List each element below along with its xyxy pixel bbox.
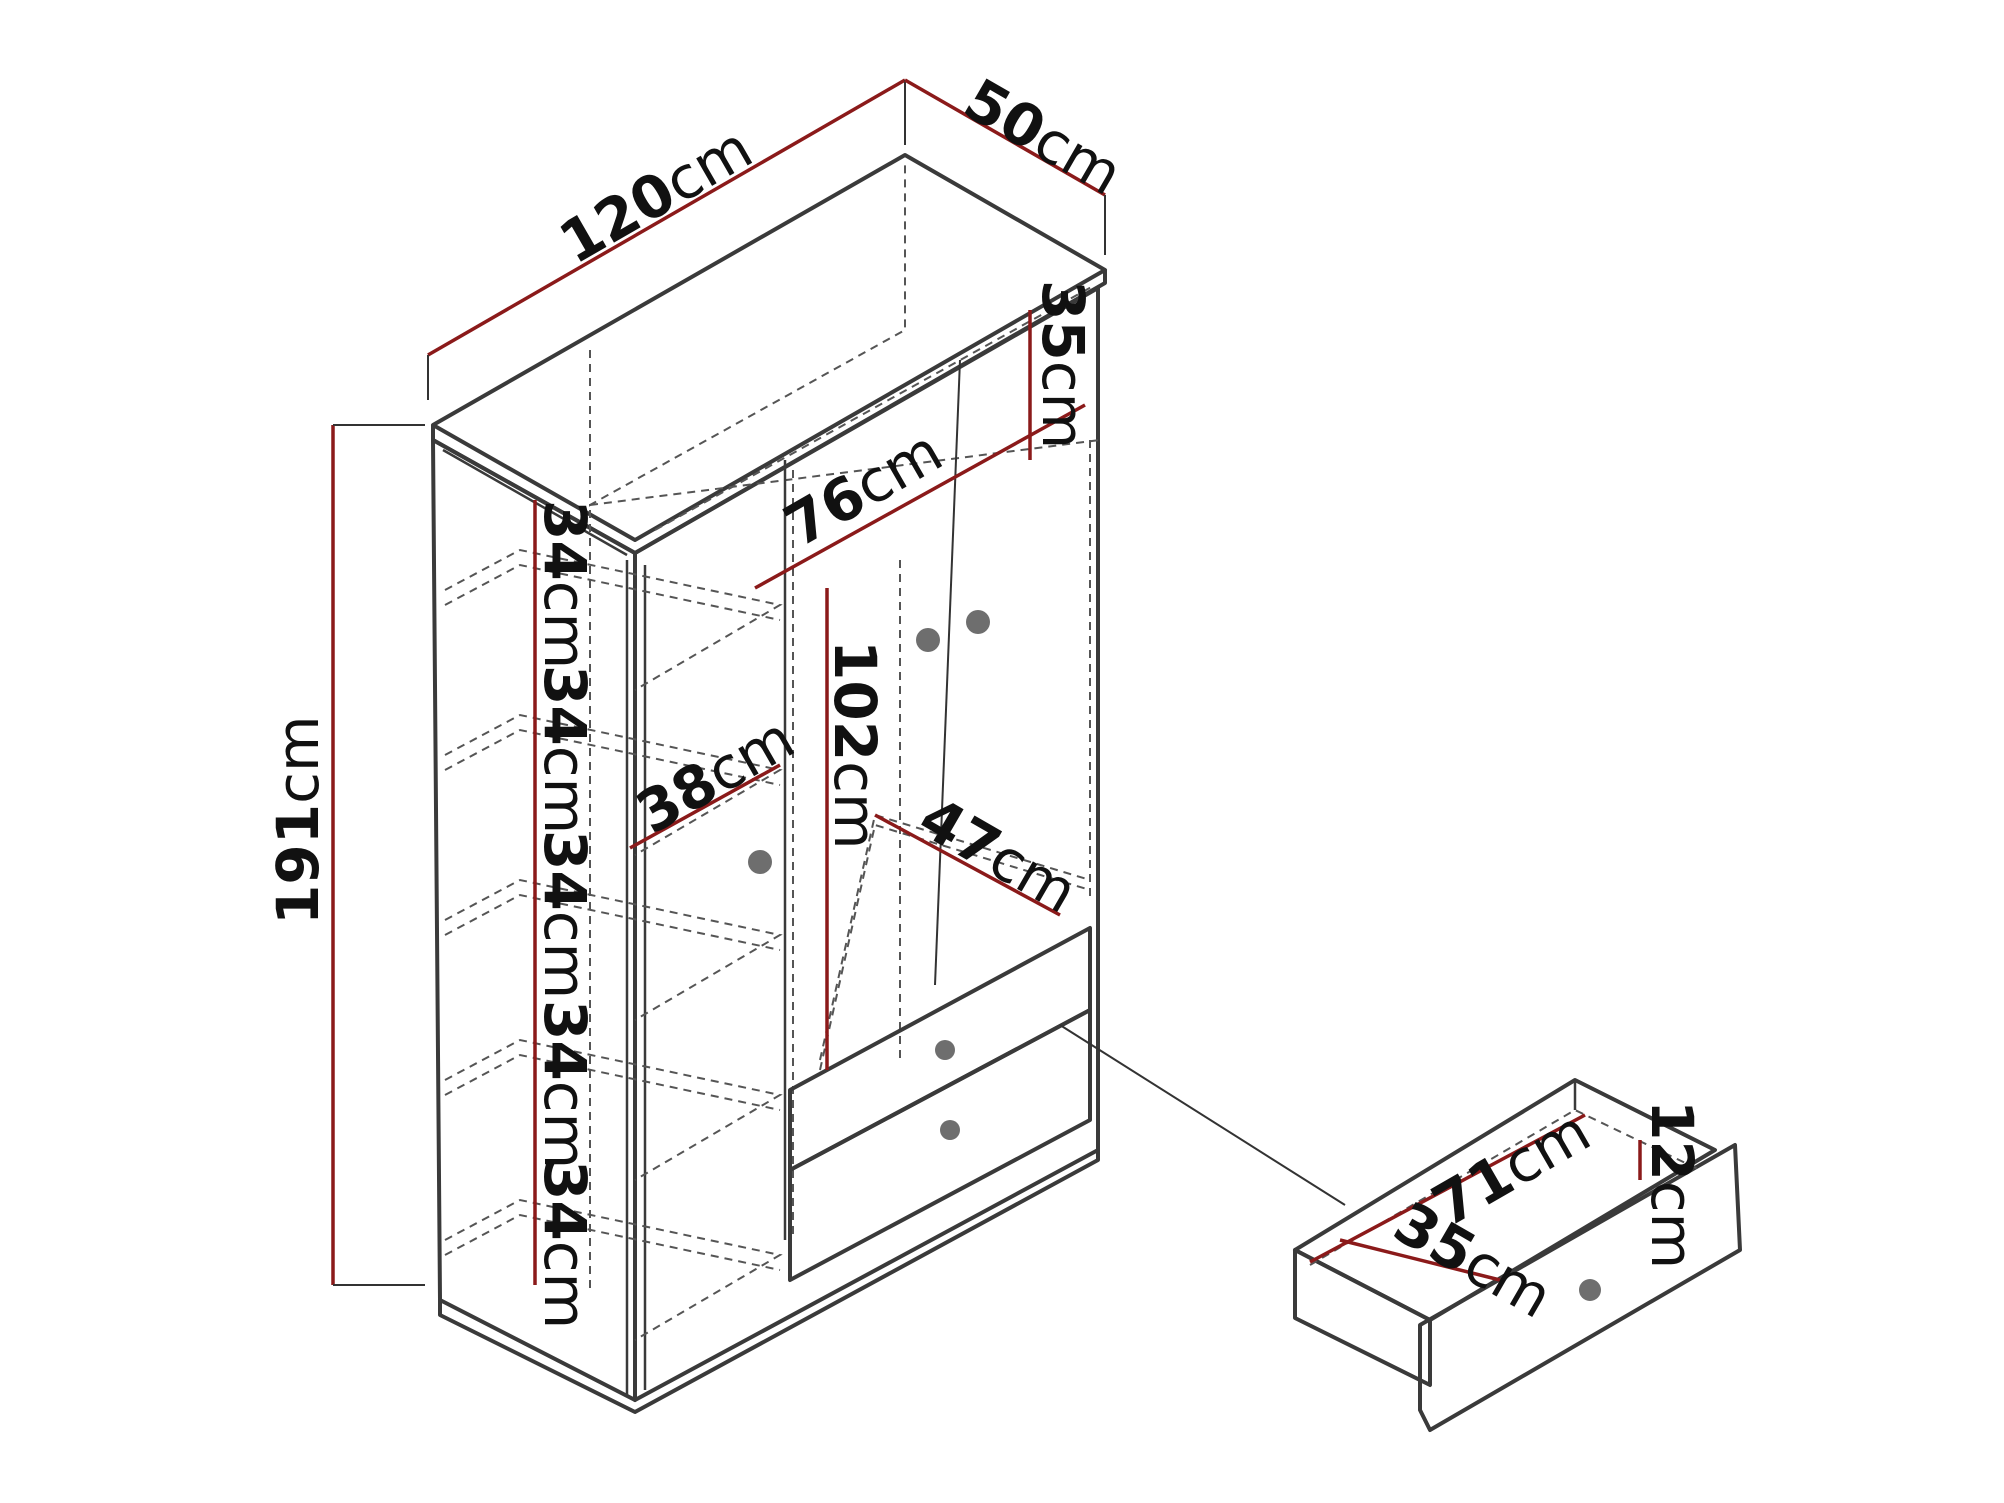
open-shelves: [444, 510, 783, 1341]
width-dimension-line: [427, 78, 906, 357]
drawer-callout-line: [1059, 1024, 1346, 1206]
shelf-height-label-1: 34cm: [531, 500, 599, 669]
top-compartment-height-label: 35cm: [1029, 280, 1097, 449]
top-compartment-width-label: 76cm: [773, 417, 953, 560]
upper-drawer-knob: [935, 1040, 955, 1060]
dimension-labels: 120cm 50cm 191cm 35cm 76cm 102cm 47cm 38…: [264, 65, 1706, 1331]
right-door-knob-right: [966, 610, 990, 634]
drawer-front-panel: [1418, 1143, 1742, 1432]
depth-dimension-line: [904, 78, 1106, 197]
lower-drawer-knob: [940, 1120, 960, 1140]
drawer-drawing: [1293, 1078, 1742, 1432]
dimension-lines: [331, 78, 1642, 1286]
wardrobe-drawing: [431, 153, 1107, 1414]
drawer-height-label: 12cm: [1638, 1100, 1706, 1269]
drawer-length-line: [1309, 1113, 1586, 1264]
hanging-height-label: 102cm: [821, 640, 889, 849]
drawer-left-side: [1293, 1248, 1432, 1387]
wardrobe-lower-drawer: [788, 1008, 1092, 1282]
wardrobe-plinth: [438, 1150, 1100, 1414]
right-door-diagonal: [934, 359, 961, 986]
shelf-depth-label: 38cm: [625, 704, 805, 847]
shelf-height-label-4: 34cm: [531, 1000, 599, 1169]
shelf-height-label-2: 34cm: [531, 665, 599, 834]
shelf-height-label-3: 34cm: [531, 830, 599, 999]
drawer-knob: [1579, 1279, 1601, 1301]
height-label: 191cm: [264, 716, 332, 925]
shelf-height-label-5: 34cm: [531, 1160, 599, 1329]
drawer-depth-line: [1339, 1238, 1501, 1282]
hanging-depth-line: [874, 813, 1061, 917]
top-compartment-width-line: [754, 403, 1086, 590]
hanging-depth-label: 47cm: [908, 783, 1088, 926]
right-door-knob-left: [916, 628, 940, 652]
center-door-knob: [748, 850, 772, 874]
shelf-depth-line: [629, 763, 781, 850]
depth-label: 50cm: [953, 65, 1133, 208]
wardrobe-top-slab: [431, 153, 1107, 542]
